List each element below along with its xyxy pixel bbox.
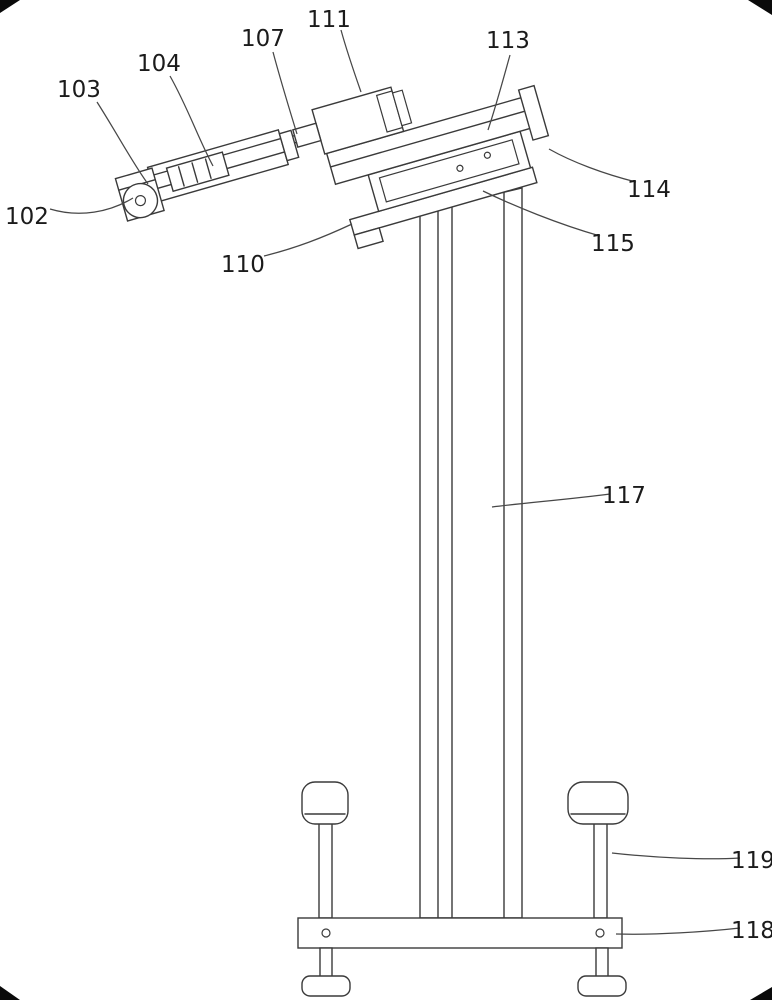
corner-artifact-top-left [0, 0, 20, 13]
base-screw-right [595, 928, 605, 938]
bottom-bracket-tab [353, 226, 384, 250]
leader-line-119 [611, 852, 741, 860]
right-leg [593, 819, 608, 919]
right-bumper [567, 781, 629, 825]
support-column [419, 187, 523, 919]
slider-hatch-1 [177, 166, 185, 187]
part-label-117: 117 [602, 483, 646, 509]
leader-line-104 [169, 75, 214, 167]
leader-line-118 [615, 927, 741, 935]
motor-flange [391, 89, 413, 127]
base-screw-left [321, 928, 331, 938]
leader-line-113 [487, 54, 511, 131]
part-label-118: 118 [731, 918, 772, 944]
arm-end-cap [278, 129, 300, 162]
left-foot-pad [301, 975, 351, 997]
roller-hub [134, 195, 147, 207]
base-assembly [297, 781, 629, 997]
right-foot-stem [595, 947, 609, 979]
corner-artifact-bottom-right [750, 987, 772, 1000]
corner-artifact-bottom-left [0, 986, 20, 1000]
right-foot-pad [577, 975, 627, 997]
part-label-115: 115 [591, 231, 635, 257]
leader-line-114 [548, 148, 637, 183]
part-label-114: 114 [627, 177, 671, 203]
part-label-110: 110 [221, 252, 265, 278]
left-bumper [301, 781, 349, 825]
part-label-113: 113 [486, 28, 530, 54]
leader-line-107 [272, 51, 298, 135]
leader-line-102 [49, 197, 134, 214]
part-label-119: 119 [731, 848, 772, 874]
part-label-104: 104 [137, 51, 181, 77]
part-label-111: 111 [307, 7, 351, 33]
shaft-coupling [292, 122, 322, 149]
tilt-assembly [114, 84, 550, 250]
leader-line-103 [96, 101, 149, 185]
leader-line-111 [340, 29, 362, 93]
leader-line-117 [491, 493, 611, 508]
top-plate-seam [329, 109, 528, 168]
part-label-103: 103 [57, 77, 101, 103]
mid-plate-screw-1 [456, 164, 464, 172]
leader-line-115 [482, 190, 601, 237]
left-leg [318, 819, 333, 919]
mid-plate-screw-2 [483, 151, 491, 159]
left-foot-stem [319, 947, 333, 979]
part-label-102: 102 [5, 204, 49, 230]
slider-hatch-3 [204, 158, 212, 179]
end-cap [517, 84, 550, 141]
leader-line-110 [263, 223, 353, 257]
slider-hatch-2 [191, 162, 199, 183]
part-label-107: 107 [241, 26, 285, 52]
base-plate [297, 917, 623, 949]
column-body [419, 187, 523, 919]
corner-artifact-top-right [748, 0, 772, 15]
